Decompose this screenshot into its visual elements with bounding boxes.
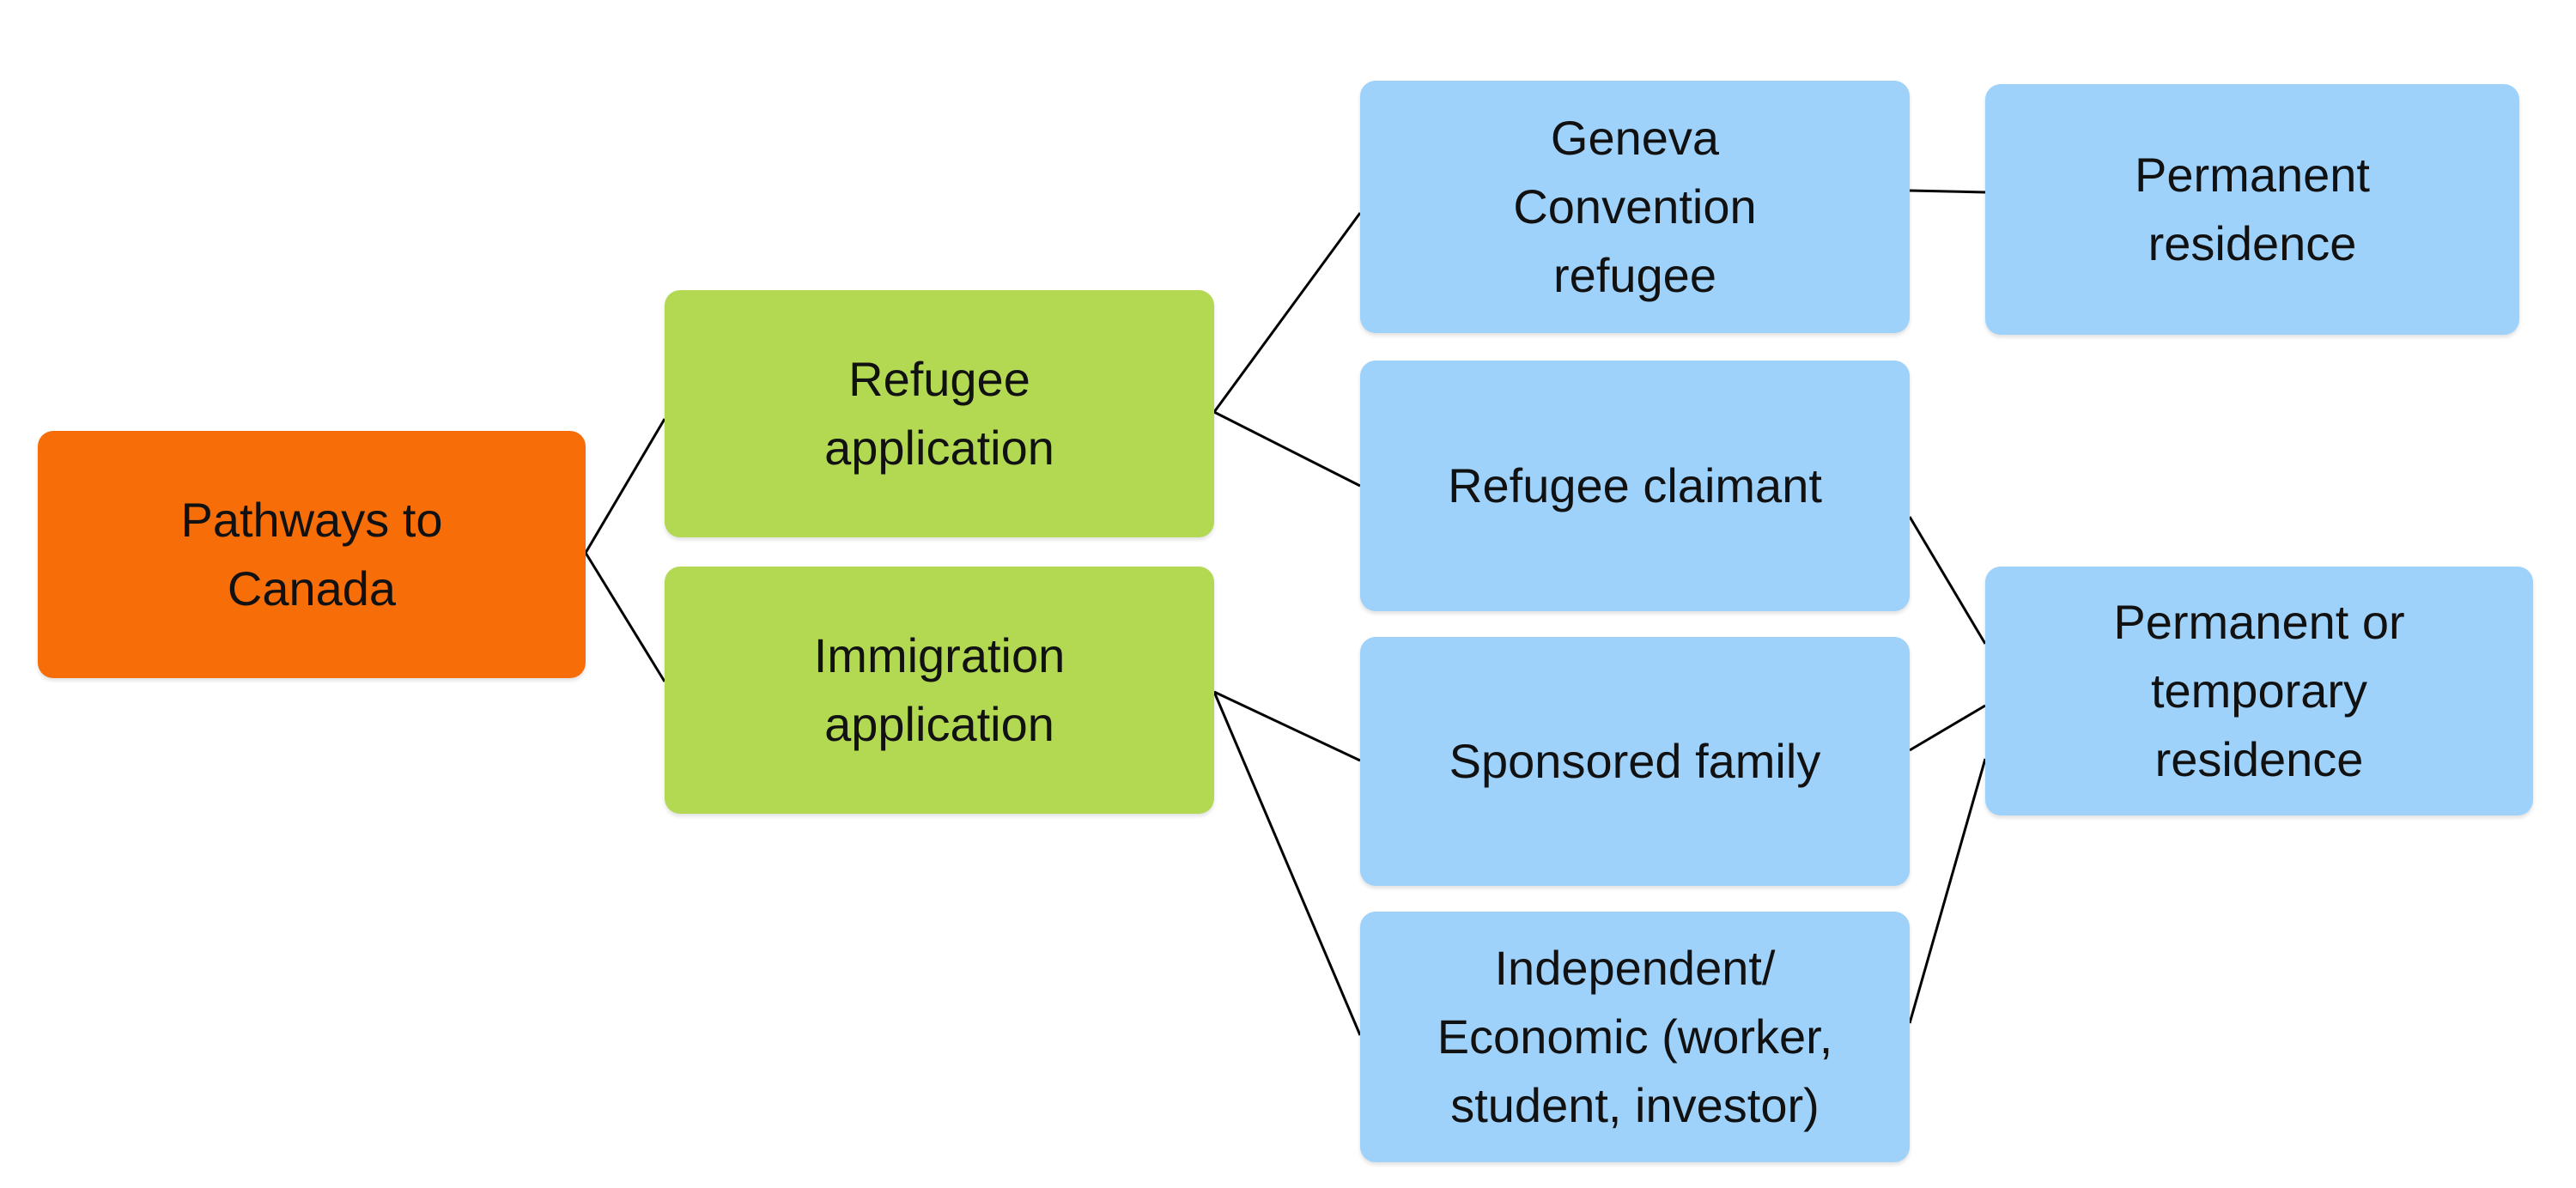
node-pathways-to-canada: Pathways to Canada	[38, 431, 586, 678]
node-independent-economic: Independent/ Economic (worker, student, …	[1360, 912, 1910, 1162]
node-permanent-or-temporary-residence: Permanent or temporary residence	[1985, 567, 2533, 815]
node-refugee-claimant: Refugee claimant	[1360, 361, 1910, 611]
node-immigration-application: Immigration application	[665, 567, 1214, 814]
node-geneva-convention-refugee: Geneva Convention refugee	[1360, 81, 1910, 333]
edge-independent-permanent-or-temporary	[1908, 758, 1987, 1024]
edge-immigration-application-sponsored	[1213, 690, 1361, 762]
node-refugee-application: Refugee application	[665, 290, 1214, 537]
edge-refugee-application-claimant	[1213, 410, 1361, 488]
edge-refugee-application-geneva	[1212, 212, 1362, 413]
edge-geneva-permanent-residence	[1909, 189, 1986, 194]
edge-root-immigration-application	[584, 552, 666, 682]
edge-claimant-permanent-or-temporary	[1908, 516, 1987, 645]
node-permanent-residence: Permanent residence	[1985, 84, 2519, 335]
edge-root-refugee-application	[584, 418, 666, 554]
edge-immigration-application-independent	[1212, 691, 1362, 1036]
node-sponsored-family: Sponsored family	[1360, 637, 1910, 886]
edge-sponsored-permanent-or-temporary	[1909, 704, 1986, 752]
